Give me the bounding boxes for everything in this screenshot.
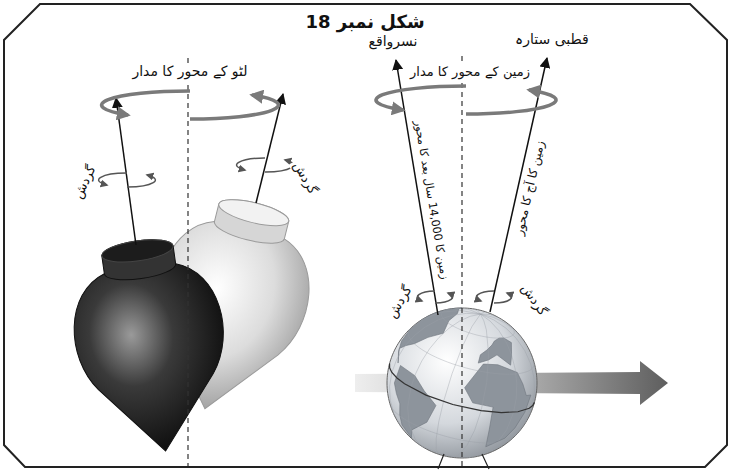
vertical-dashed-axis <box>461 56 462 466</box>
spin-arc <box>417 291 435 301</box>
star-label: قطبی ستارہ <box>513 31 591 49</box>
axis-label: زمین کا آج کا محور <box>511 137 548 238</box>
spin-label: گردش <box>288 157 322 199</box>
continent <box>398 308 462 363</box>
vertical-dashed-axis <box>187 58 188 466</box>
orbit-arc <box>102 91 190 115</box>
top-axis-orbit <box>102 91 279 119</box>
axis-leg <box>482 454 489 469</box>
equator <box>390 364 535 413</box>
spin-arrow <box>99 158 512 303</box>
spin-arc <box>237 158 265 170</box>
star-label: نسرواقع <box>367 33 420 51</box>
orbit-label: لٹو کے محور کا مدار <box>130 63 249 81</box>
orbit-arc <box>376 86 466 110</box>
orbit-arc <box>190 95 278 119</box>
continent <box>465 364 531 447</box>
axis-leg <box>438 454 444 469</box>
top-cap <box>100 236 177 284</box>
spin-arc <box>99 173 127 185</box>
earth-axis-orbit <box>376 86 556 114</box>
earth-present-axis-arrow <box>490 58 547 312</box>
continent <box>394 366 436 438</box>
top-axis-arrow <box>116 98 136 245</box>
top-body <box>66 258 239 461</box>
figure-frame <box>4 4 727 467</box>
spin-arc <box>476 291 494 301</box>
top-cap-face <box>216 194 291 231</box>
continent <box>478 338 511 365</box>
top-cap-face <box>100 236 174 266</box>
top-cap <box>212 194 291 248</box>
dark-top <box>62 231 239 462</box>
figure-title: شکل نمبر 18 <box>305 11 424 34</box>
spin-label: گردش <box>383 281 417 323</box>
spin-label: گردش <box>516 279 552 320</box>
spin-arc <box>127 175 155 187</box>
spin-label: گردش <box>69 161 100 203</box>
orbit-label: زمین کے محور کا مدار <box>408 64 532 80</box>
orbit-arc <box>466 90 556 114</box>
spin-arc <box>494 293 512 303</box>
axis-label: زمین کا 14,000 سال بعد کا محور <box>411 118 452 283</box>
spin-arc <box>435 293 453 303</box>
